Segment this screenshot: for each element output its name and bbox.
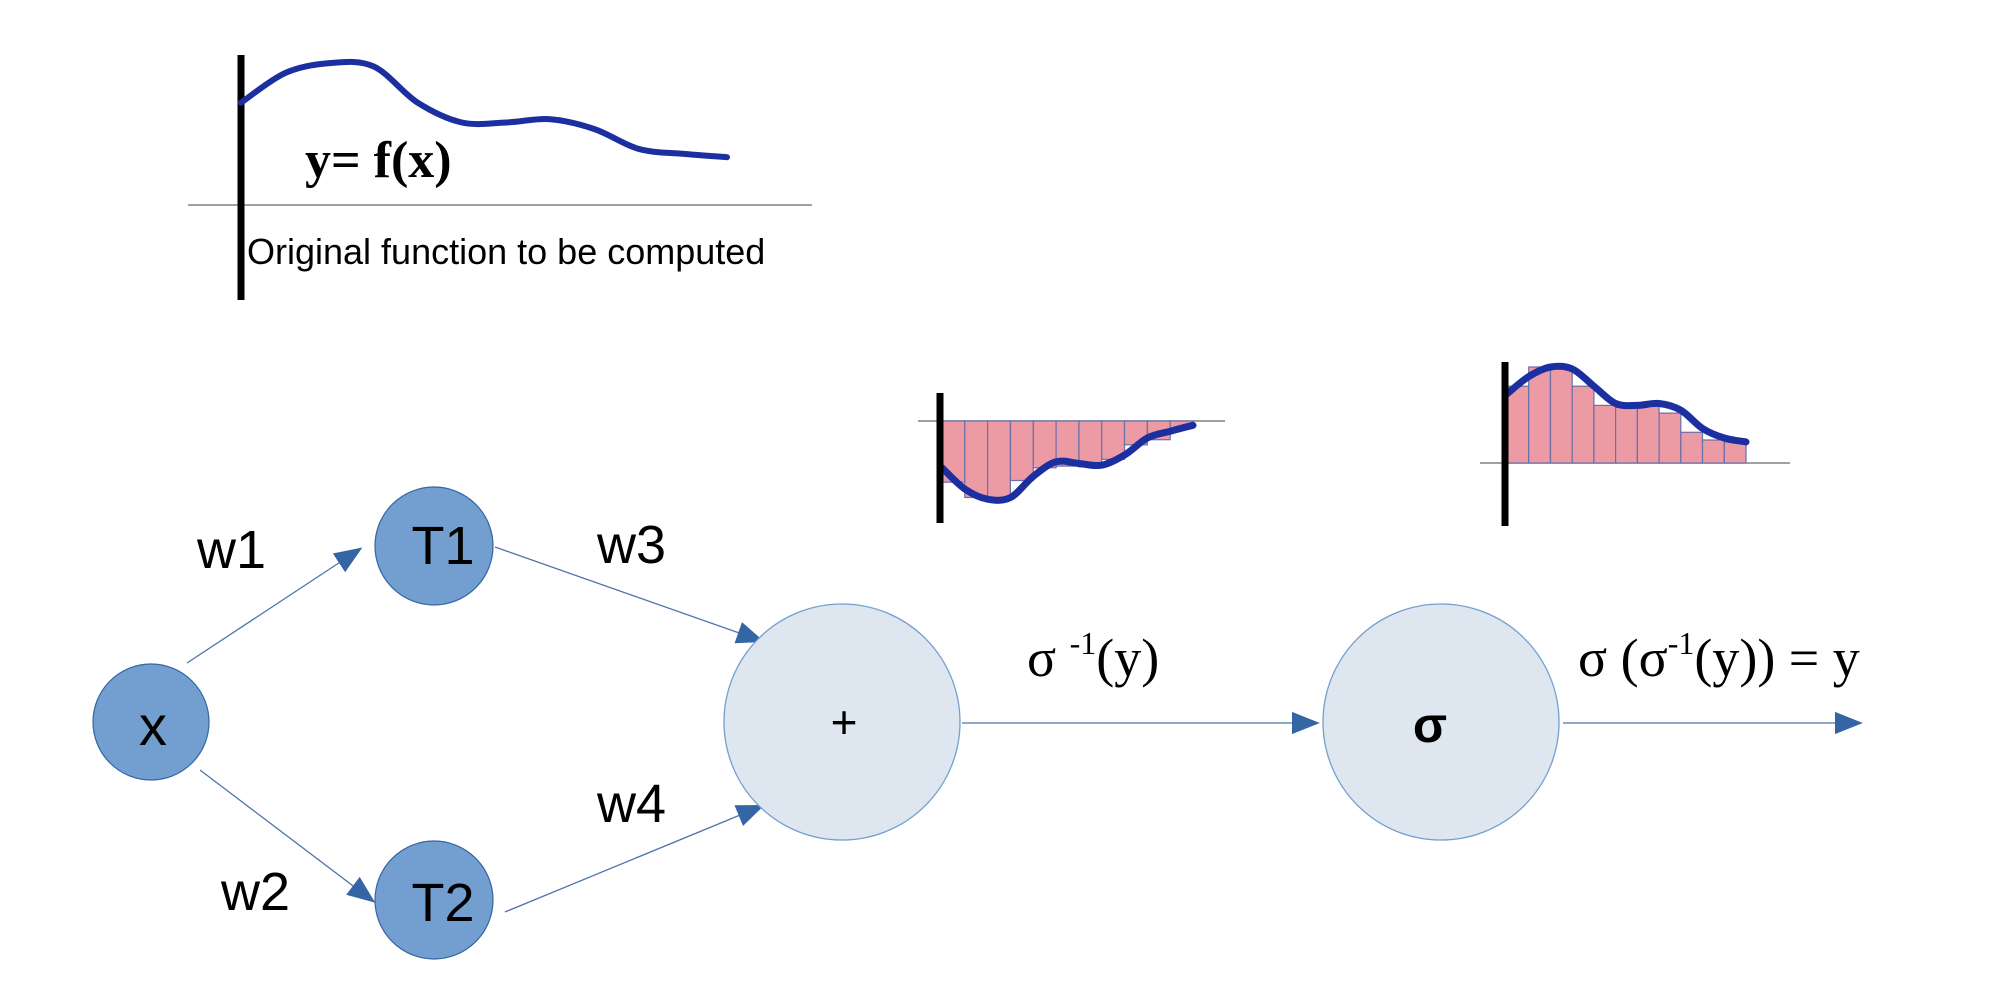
inverse-sigma-base: σ [1027, 628, 1070, 688]
edge-t1-sum [494, 546, 765, 644]
edges [186, 546, 1863, 913]
node-sigma-ellipse [1322, 603, 1560, 841]
output-identity-base: σ (σ [1578, 628, 1668, 688]
node-sum-ellipse [723, 603, 961, 841]
node-sigma: σ [1322, 603, 1560, 841]
bar [1680, 431, 1704, 464]
weight-w2: w2 [220, 862, 290, 922]
node-sum-label: + [831, 696, 858, 748]
bar [1528, 366, 1551, 464]
bar [1723, 441, 1747, 464]
output-identity-label: σ (σ-1(y)) = y [1578, 625, 1860, 688]
reconstructed-curve [1503, 362, 1750, 446]
inverse-curve [938, 421, 1197, 504]
bar [1506, 385, 1530, 464]
inverse-sigma-rest: (y) [1096, 628, 1159, 688]
bar [1571, 385, 1595, 464]
bar [1636, 404, 1660, 464]
inverse-sigma-label: σ -1(y) [1027, 625, 1159, 688]
edge-x-t2 [199, 769, 376, 903]
original-function-panel: y= f(x) Original function to be computed [188, 55, 812, 300]
node-t2-circle [374, 840, 494, 960]
inverse-sigma-sup: -1 [1070, 625, 1097, 661]
bar [1701, 439, 1725, 464]
formula-label: y= f(x) [305, 132, 452, 189]
edge-t2-sum [504, 804, 765, 913]
bar [1078, 420, 1103, 468]
node-t1: T1 [374, 486, 494, 606]
bar [1614, 406, 1638, 464]
bar [986, 420, 1011, 500]
weight-w3: w3 [596, 515, 666, 575]
edge-x-t1 [186, 547, 363, 664]
node-x: x [92, 663, 210, 781]
bar [1549, 366, 1573, 464]
output-identity-sup: -1 [1668, 625, 1695, 661]
bar [1593, 404, 1617, 464]
reconstructed-y-chart [1480, 362, 1790, 526]
node-sum: + [723, 603, 961, 841]
node-t1-circle [374, 486, 494, 606]
bar [1658, 412, 1682, 464]
node-t1-label: T1 [411, 516, 474, 576]
caption-label: Original function to be computed [247, 231, 765, 272]
bar [1009, 420, 1034, 482]
function-curve [238, 58, 730, 161]
node-x-label: x [139, 694, 167, 757]
output-identity-rest: (y)) = y [1694, 628, 1859, 688]
inverse-sigma-chart [918, 393, 1225, 523]
weight-w4: w4 [596, 774, 666, 834]
node-t2-label: T2 [411, 873, 474, 933]
node-sigma-label: σ [1413, 697, 1447, 753]
weight-w1: w1 [196, 520, 266, 580]
bar [964, 420, 989, 499]
node-x-circle [92, 663, 210, 781]
node-t2: T2 [374, 840, 494, 960]
